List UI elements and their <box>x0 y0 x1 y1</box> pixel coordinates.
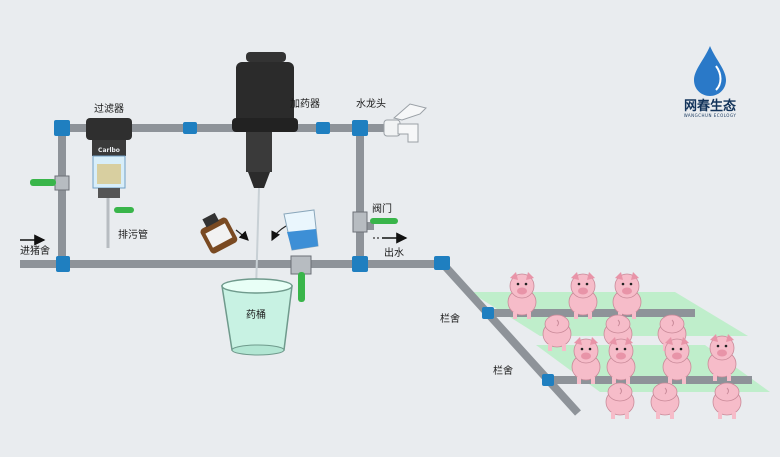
flow-arrows <box>20 232 408 246</box>
label-faucet: 水龙头 <box>356 97 386 110</box>
faucet <box>383 103 427 143</box>
label-inlet: 进猪舍 <box>20 244 50 257</box>
medicine-bottle-icon <box>200 212 238 254</box>
label-doser: 加药器 <box>290 98 320 110</box>
brand-name: 网春生态 <box>684 98 736 114</box>
inlet-ball-valve <box>30 175 70 191</box>
pig <box>707 334 737 381</box>
pig <box>662 337 692 384</box>
label-pen-upper: 栏舍 <box>440 312 460 325</box>
bucket-valve <box>290 255 312 302</box>
pig <box>606 337 636 384</box>
pipe-fittings <box>54 120 554 386</box>
medicine-bucket <box>221 278 293 356</box>
filter-brand-label: Carlbo <box>98 147 120 154</box>
label-bucket: 药桶 <box>246 308 266 321</box>
label-drain: 排污管 <box>118 228 148 241</box>
label-valve: 阀门 <box>372 202 392 215</box>
pig <box>605 382 635 419</box>
brand-logo: 网春生态 WANGCHUN ECOLOGY <box>684 46 737 118</box>
pig <box>612 272 642 319</box>
pig <box>507 272 537 319</box>
pig-group <box>507 272 742 419</box>
pig <box>571 337 601 384</box>
filter: Carlbo <box>86 118 134 248</box>
outlet-valve <box>352 211 398 233</box>
measuring-beaker-icon <box>283 209 319 251</box>
label-outlet: 出水 <box>384 246 404 259</box>
label-pen-lower: 栏舍 <box>493 364 513 377</box>
label-filter: 过滤器 <box>94 102 124 115</box>
pig <box>712 382 742 419</box>
inlet-dots <box>373 237 379 239</box>
dosing-pump <box>232 52 298 291</box>
pig <box>542 314 572 351</box>
brand-subtitle: WANGCHUN ECOLOGY <box>684 113 737 118</box>
pour-arrows <box>235 225 287 242</box>
pig <box>568 272 598 319</box>
pig <box>650 382 680 419</box>
